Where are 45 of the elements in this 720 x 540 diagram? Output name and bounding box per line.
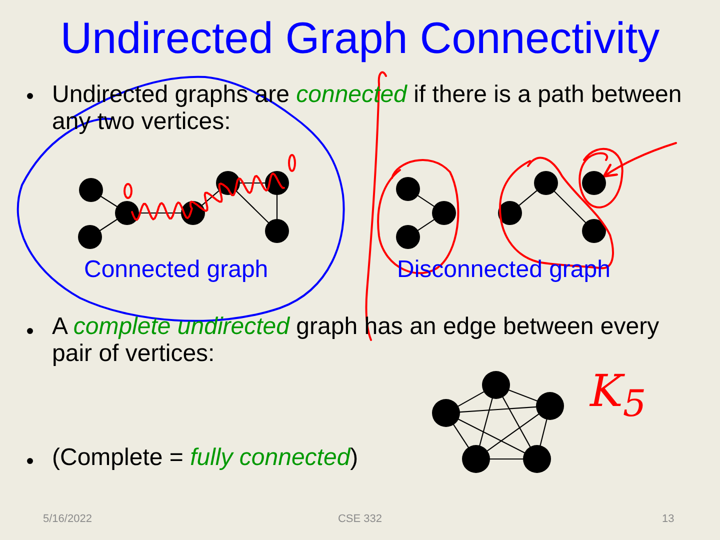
graph-edge [479,398,493,446]
footer-course: CSE 332 [338,512,382,526]
graph-caption: Connected graph [84,256,268,284]
vertex-circle [396,177,420,201]
graph-edge [540,419,548,446]
graph-edge [138,212,182,214]
graph-edge [489,458,524,460]
graph-edge [100,196,118,208]
bullet-text: (Complete = fully connected) [52,444,358,471]
vertex-circle [482,371,510,399]
graph-edge [417,195,435,207]
graph-edge [486,414,540,452]
page-number: 13 [662,512,674,526]
graph-edge [518,190,538,206]
graph-edge [459,406,537,413]
vertex-circle [265,219,289,243]
graph-edge [202,190,220,206]
graph-edge [458,391,484,407]
vertex-circle [534,171,558,195]
graph-edge [508,390,538,402]
arrow [602,142,677,178]
graph-edge [100,218,118,232]
graph-edge [453,424,469,448]
graph-edge [276,194,278,220]
vertex-circle [78,225,102,249]
vertex-circle [115,201,139,225]
vertex-circle [79,178,103,202]
footer-date: 5/16/2022 [43,512,92,526]
vertex-circle [582,171,606,195]
graph-edge [239,182,266,184]
graph-edge [417,219,435,231]
graph-edge [502,396,531,448]
vertex-circle [462,445,490,473]
vertex-circle [432,399,460,427]
handwritten-note: K$_{5}$ [590,366,646,427]
vertex-circle [396,225,420,249]
graph-edge [554,190,586,224]
vertex-circle [523,445,551,473]
graph-edge [458,418,526,454]
vertex-circle [432,201,456,225]
graph-edge [236,190,269,224]
vertex-circle [498,201,522,225]
slide-title: Undirected Graph Connectivity [60,14,660,64]
vertex-circle [536,392,564,420]
vertex-circle [582,219,606,243]
